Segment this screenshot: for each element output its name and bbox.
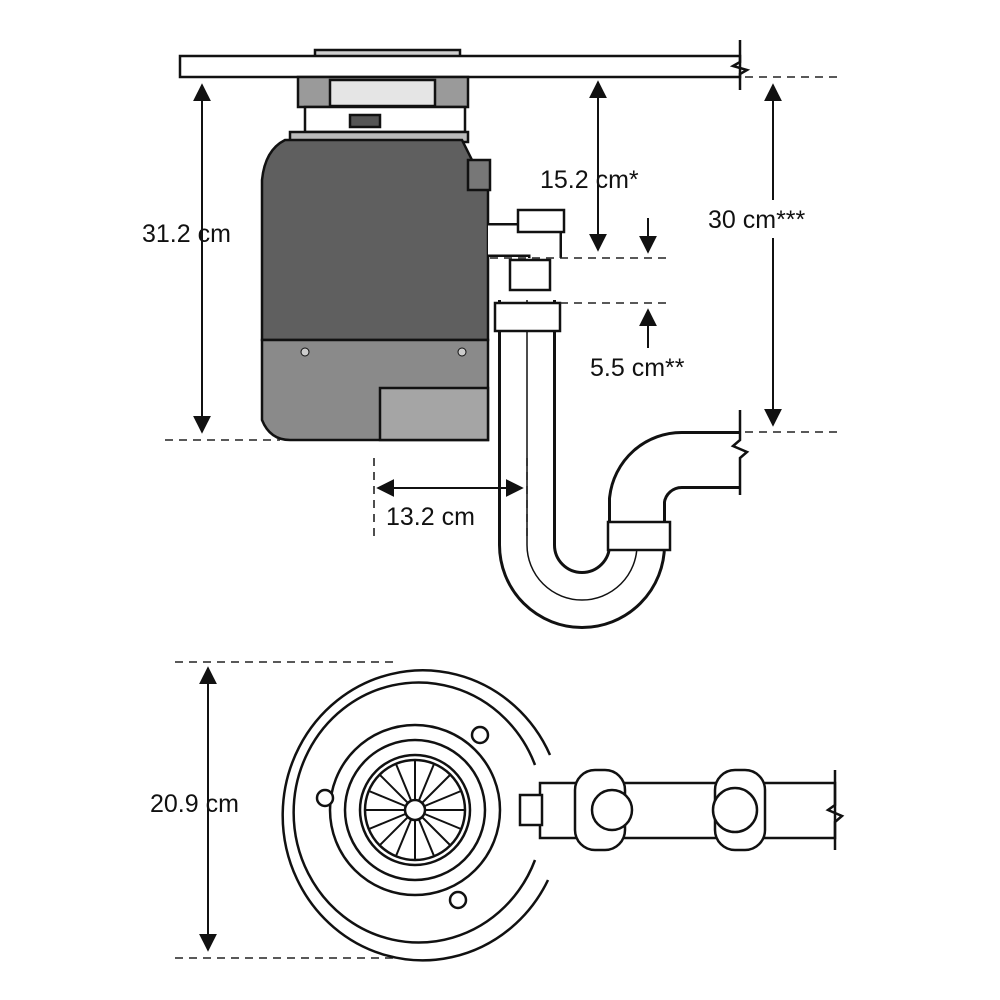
slip-nut <box>606 520 672 552</box>
label-30: 30 cm*** <box>708 206 806 234</box>
dimension-arrows <box>193 80 782 952</box>
slip-nut <box>493 301 562 333</box>
reference-lines <box>165 76 840 959</box>
label-15-2: 15.2 cm* <box>540 166 639 194</box>
drain-plumbing <box>488 208 750 629</box>
disposer-body <box>260 138 492 442</box>
label-5-5: 5.5 cm** <box>590 354 685 382</box>
label-31-2: 31.2 cm <box>142 220 231 248</box>
label-20-9: 20.9 cm <box>150 790 239 818</box>
label-13-2: 13.2 cm <box>386 503 475 531</box>
mounting-assembly <box>288 75 470 144</box>
top-view <box>281 669 845 962</box>
